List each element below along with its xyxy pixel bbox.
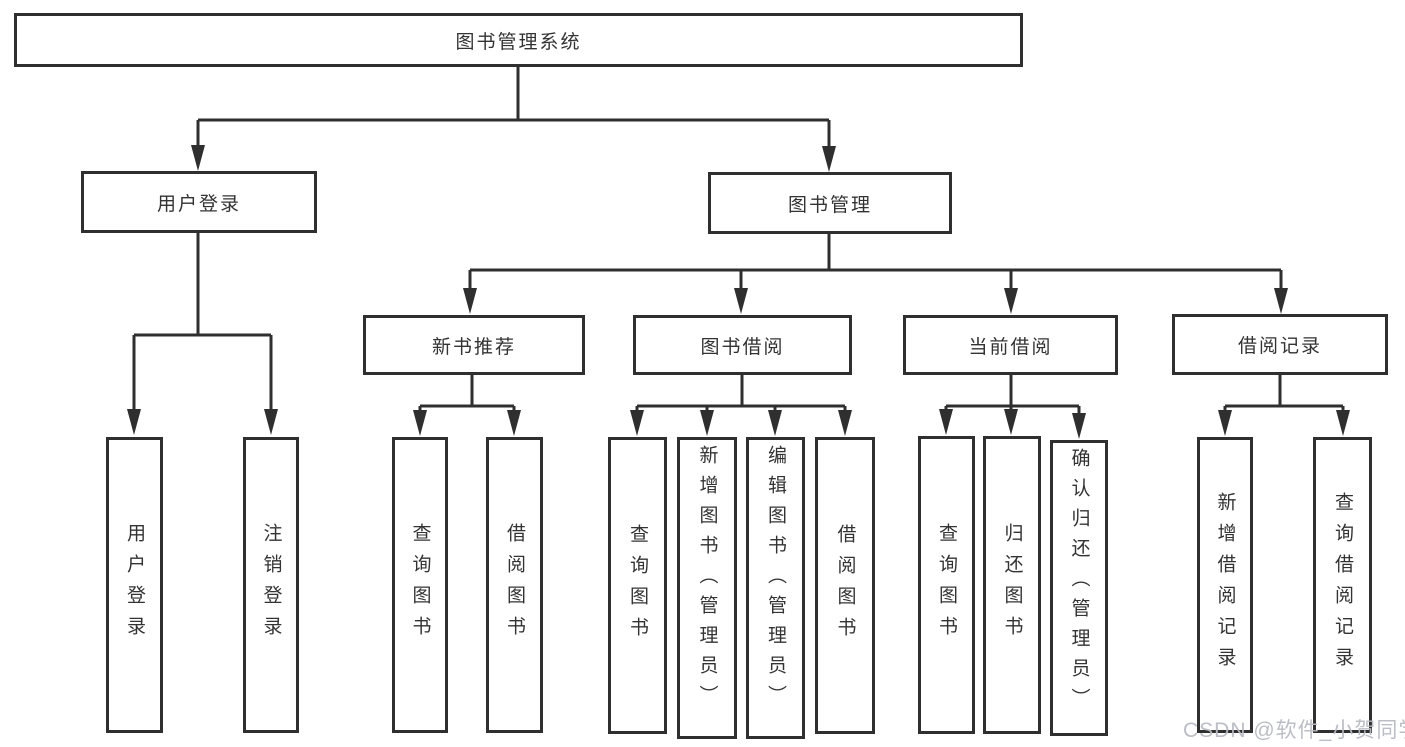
node-leaf-nbr-borrow-book: 借阅图书 xyxy=(486,437,543,733)
node-root: 图书管理系统 xyxy=(14,13,1023,67)
node-book-borrow: 图书借阅 xyxy=(633,315,852,375)
node-leaf-cb-confirm-return: 确认归还（管理员） xyxy=(1050,440,1108,736)
connector-paths xyxy=(132,67,1345,415)
arrowheads xyxy=(127,145,1350,439)
node-user-login: 用户登录 xyxy=(81,171,317,233)
node-leaf-bb-add-book: 新增图书（管理员） xyxy=(677,437,737,739)
node-leaf-cb-query-book: 查询图书 xyxy=(918,436,975,734)
node-borrow-record: 借阅记录 xyxy=(1172,314,1388,375)
watermark-text: CSDN @软件_小贺同学 xyxy=(1183,719,1405,742)
node-current-borrow: 当前借阅 xyxy=(903,315,1118,375)
node-book-mgmt: 图书管理 xyxy=(708,172,952,234)
node-leaf-nbr-query-book: 查询图书 xyxy=(392,437,448,733)
node-leaf-bb-edit-book: 编辑图书（管理员） xyxy=(746,437,805,739)
node-leaf-bb-borrow-book: 借阅图书 xyxy=(815,437,875,734)
node-leaf-br-add-record: 新增借阅记录 xyxy=(1197,437,1253,733)
node-new-book-rec: 新书推荐 xyxy=(363,315,585,375)
node-leaf-logout: 注销登录 xyxy=(243,437,299,733)
node-leaf-user-login: 用户登录 xyxy=(106,437,163,733)
node-leaf-cb-return-book: 归还图书 xyxy=(983,436,1041,734)
node-leaf-bb-query-book: 查询图书 xyxy=(608,437,667,734)
node-leaf-br-query-record: 查询借阅记录 xyxy=(1313,437,1372,733)
